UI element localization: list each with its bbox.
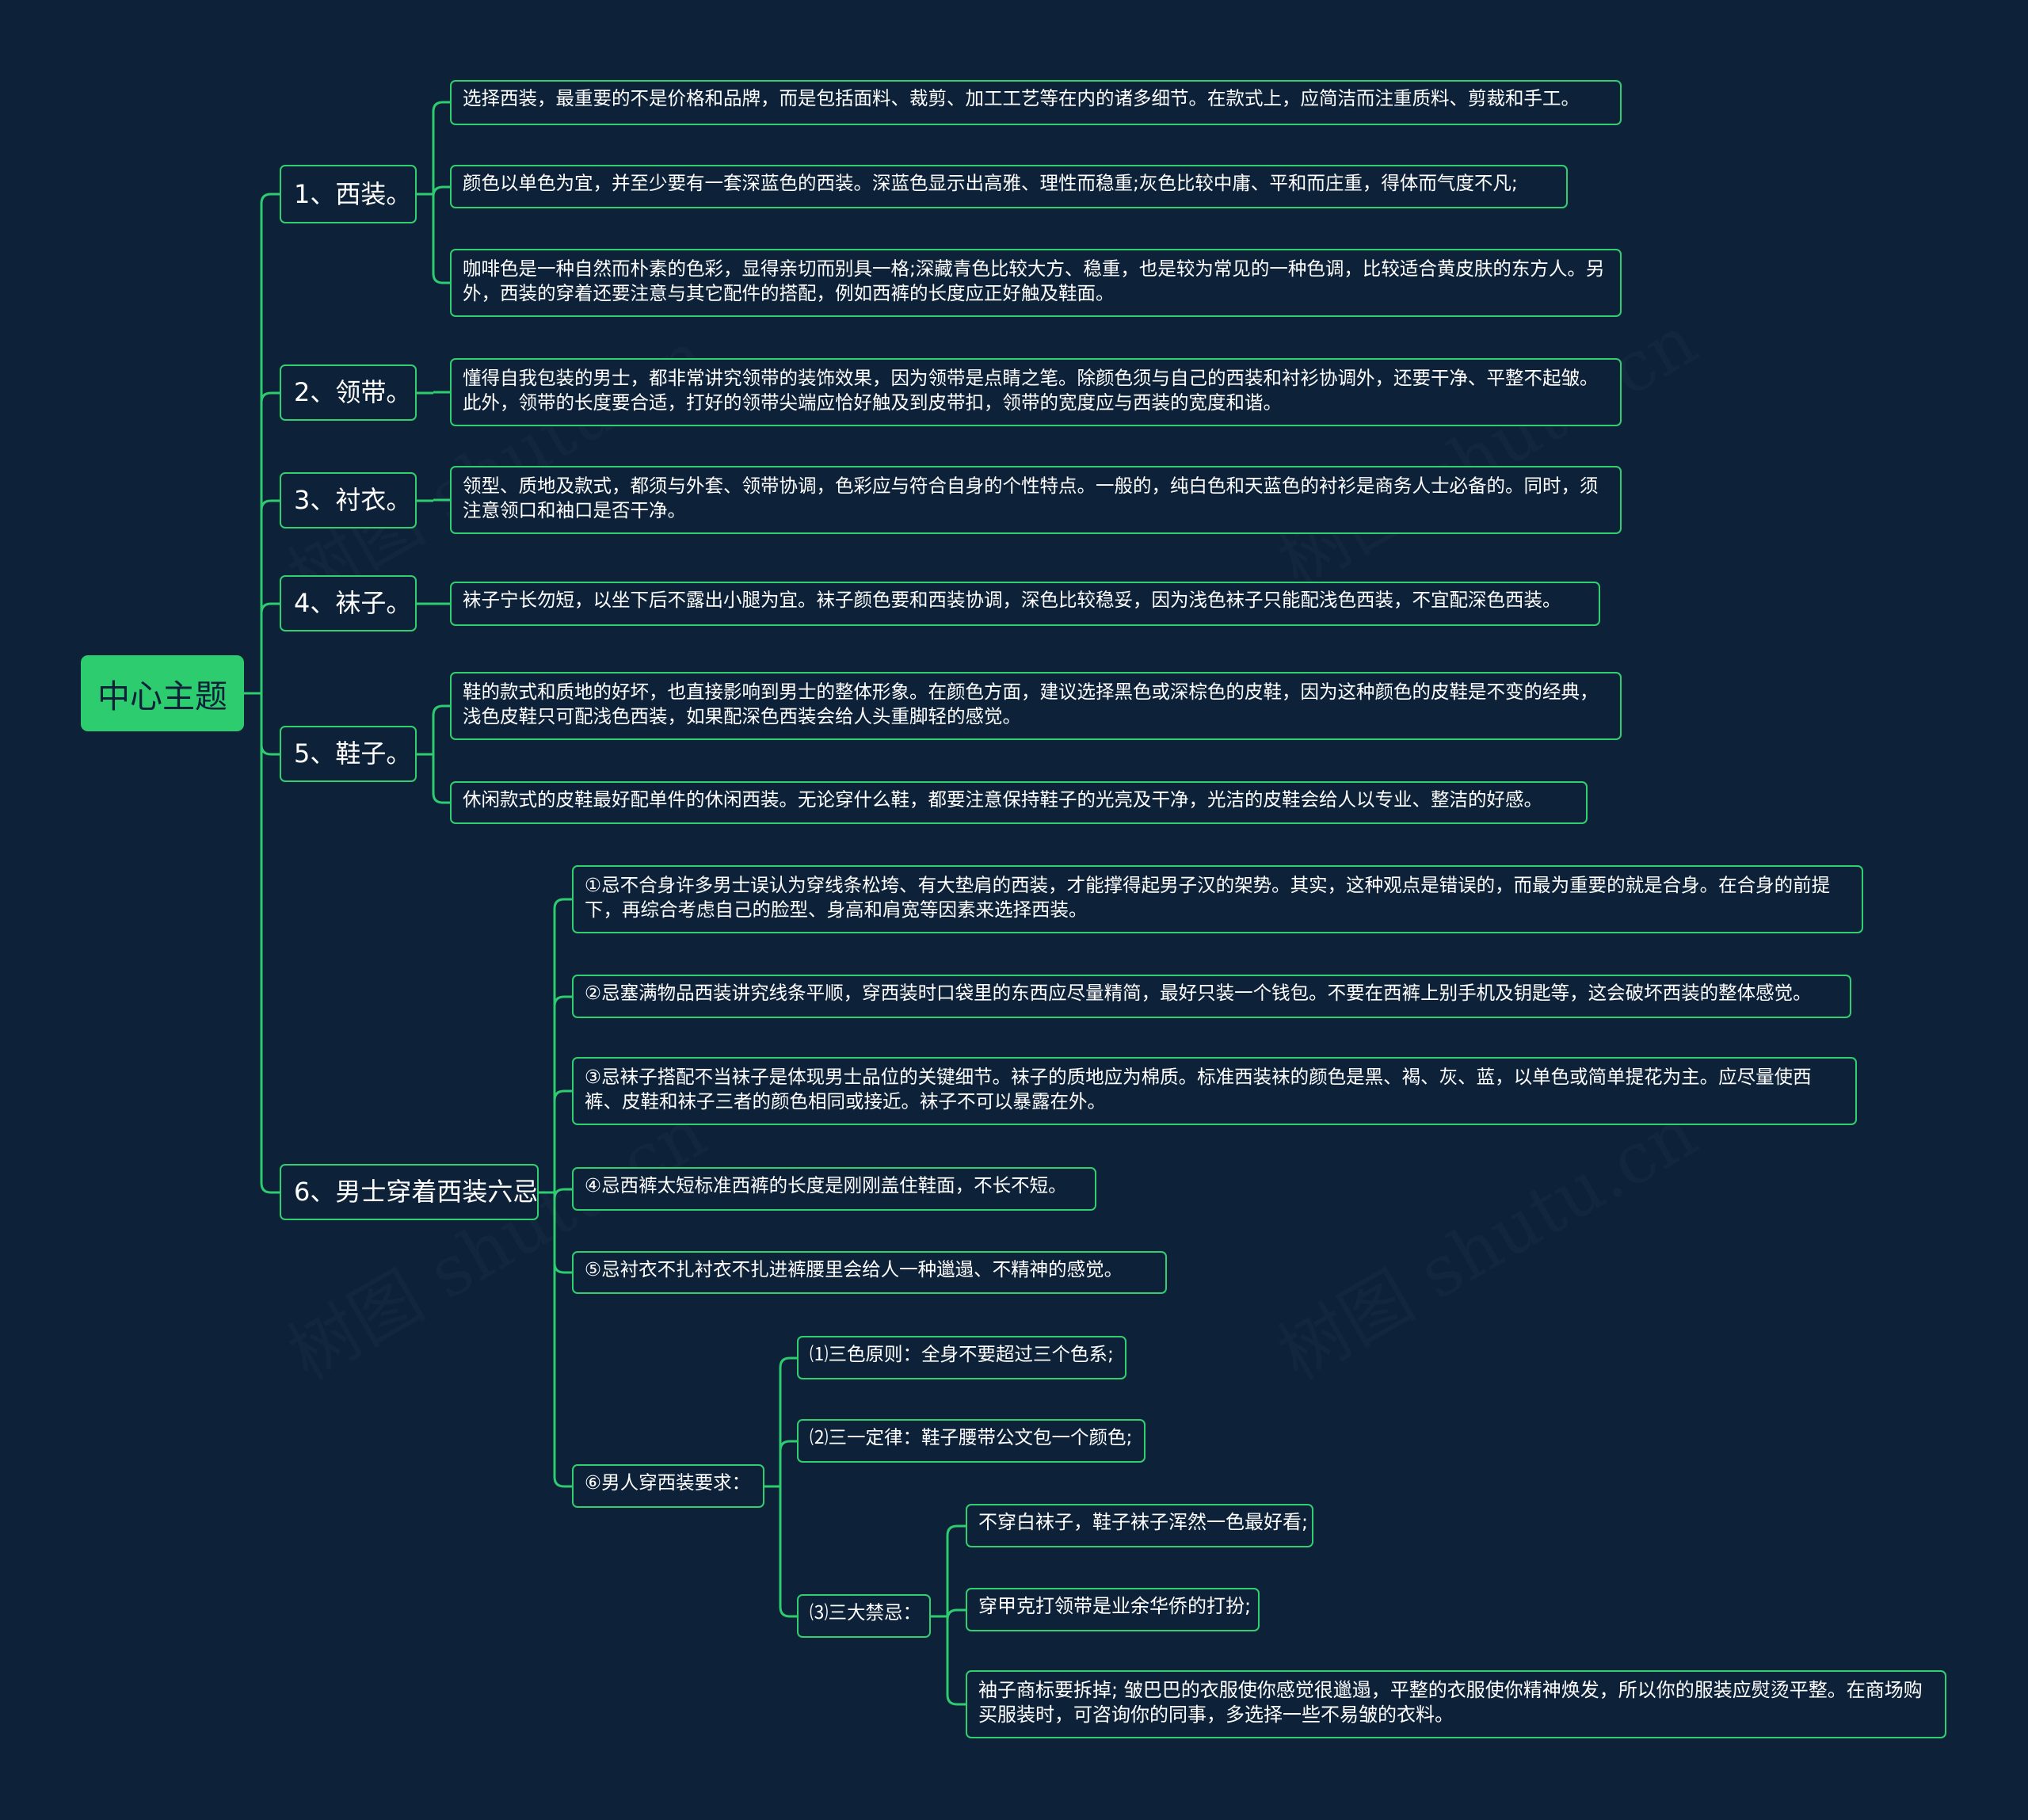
connector-line <box>260 693 280 1194</box>
suit-leaf-3[interactable]: 咖啡色是一种自然而朴素的色彩，显得亲切而别具一格;深藏青色比较大方、稳重，也是较… <box>450 249 1622 317</box>
ban-white-socks[interactable]: 不穿白袜子，鞋子袜子浑然一色最好看; <box>966 1504 1313 1547</box>
connector-line <box>553 1192 572 1274</box>
connector-line <box>260 693 280 756</box>
branch-shoes[interactable]: 5、鞋子。 <box>280 726 417 782</box>
taboo-3[interactable]: ③忌袜子搭配不当袜子是体现男士品位的关键细节。袜子的质地应为棉质。标准西装袜的颜… <box>572 1057 1857 1125</box>
connector-line <box>432 194 450 284</box>
connector-line <box>432 754 450 804</box>
branch-socks[interactable]: 4、袜子。 <box>280 575 417 631</box>
suit-leaf-2[interactable]: 颜色以单色为宜，并至少要有一套深蓝色的西装。深蓝色显示出高雅、理性而稳重;灰色比… <box>450 165 1568 208</box>
ban-sleeve-label[interactable]: 袖子商标要拆掉; 皱巴巴的衣服使你感觉很邋遢，平整的衣服使你精神焕发，所以你的服… <box>966 1670 1946 1738</box>
connector-line <box>432 101 450 194</box>
connector-line <box>553 995 572 1192</box>
taboo-4[interactable]: ④忌西裤太短标准西裤的长度是刚刚盖住鞋面，不长不短。 <box>572 1167 1096 1211</box>
connector-line <box>779 1356 797 1486</box>
connector-line <box>260 391 280 693</box>
branch-six-taboos[interactable]: 6、男士穿着西装六忌 <box>280 1164 539 1220</box>
suit-requirements[interactable]: ⑥男人穿西装要求： <box>572 1464 764 1508</box>
connector-line <box>553 1089 572 1192</box>
connector-line <box>553 1188 572 1200</box>
connector-line <box>946 1524 966 1616</box>
connector-line <box>779 1486 797 1618</box>
taboo-2[interactable]: ②忌塞满物品西装讲究线条平顺，穿西装时口袋里的东西应尽量精简，最好只装一个钱包。… <box>572 975 1851 1018</box>
shoes-leaf-1[interactable]: 鞋的款式和质地的好坏，也直接影响到男士的整体形象。在颜色方面，建议选择黑色或深棕… <box>450 672 1622 740</box>
connector-line <box>946 1608 966 1620</box>
branch-tie[interactable]: 2、领带。 <box>280 364 417 421</box>
socks-leaf[interactable]: 袜子宁长勿短，以坐下后不露出小腿为宜。袜子颜色要和西装协调，深色比较稳妥，因为浅… <box>450 582 1600 626</box>
connector-line <box>260 499 280 693</box>
branch-suit[interactable]: 1、西装。 <box>280 165 417 223</box>
connector-line <box>553 1192 572 1488</box>
branch-shirt[interactable]: 3、衬衣。 <box>280 472 417 528</box>
shoes-leaf-2[interactable]: 休闲款式的皮鞋最好配单件的休闲西装。无论穿什么鞋，都要注意保持鞋子的光亮及干净，… <box>450 781 1588 824</box>
root-topic[interactable]: 中心主题 <box>81 655 244 731</box>
connector-line <box>432 704 450 754</box>
three-bans[interactable]: ⑶三大禁忌： <box>797 1594 931 1638</box>
ban-jacket-tie[interactable]: 穿甲克打领带是业余华侨的打扮; <box>966 1588 1260 1631</box>
connector-line <box>260 602 280 693</box>
connector-line <box>553 898 572 1192</box>
tie-leaf[interactable]: 懂得自我包装的男士，都非常讲究领带的装饰效果，因为领带是点睛之笔。除颜色须与自己… <box>450 358 1622 426</box>
connector-line <box>432 185 450 197</box>
shirt-leaf[interactable]: 领型、质地及款式，都须与外套、领带协调，色彩应与符合自身的个性特点。一般的，纯白… <box>450 466 1622 534</box>
connector-line <box>779 1440 797 1486</box>
rule-three-colors[interactable]: ⑴三色原则：全身不要超过三个色系; <box>797 1336 1126 1379</box>
connector-line <box>260 193 280 693</box>
suit-leaf-1[interactable]: 选择西装，最重要的不是价格和品牌，而是包括面料、裁剪、加工工艺等在内的诸多细节。… <box>450 80 1622 125</box>
connector-line <box>946 1616 966 1706</box>
taboo-5[interactable]: ⑤忌衬衣不扎衬衣不扎进裤腰里会给人一种邋遢、不精神的感觉。 <box>572 1251 1167 1294</box>
taboo-1[interactable]: ①忌不合身许多男士误认为穿线条松垮、有大垫肩的西装，才能撑得起男子汉的架势。其实… <box>572 865 1863 933</box>
rule-three-one[interactable]: ⑵三一定律：鞋子腰带公文包一个颜色; <box>797 1419 1146 1463</box>
